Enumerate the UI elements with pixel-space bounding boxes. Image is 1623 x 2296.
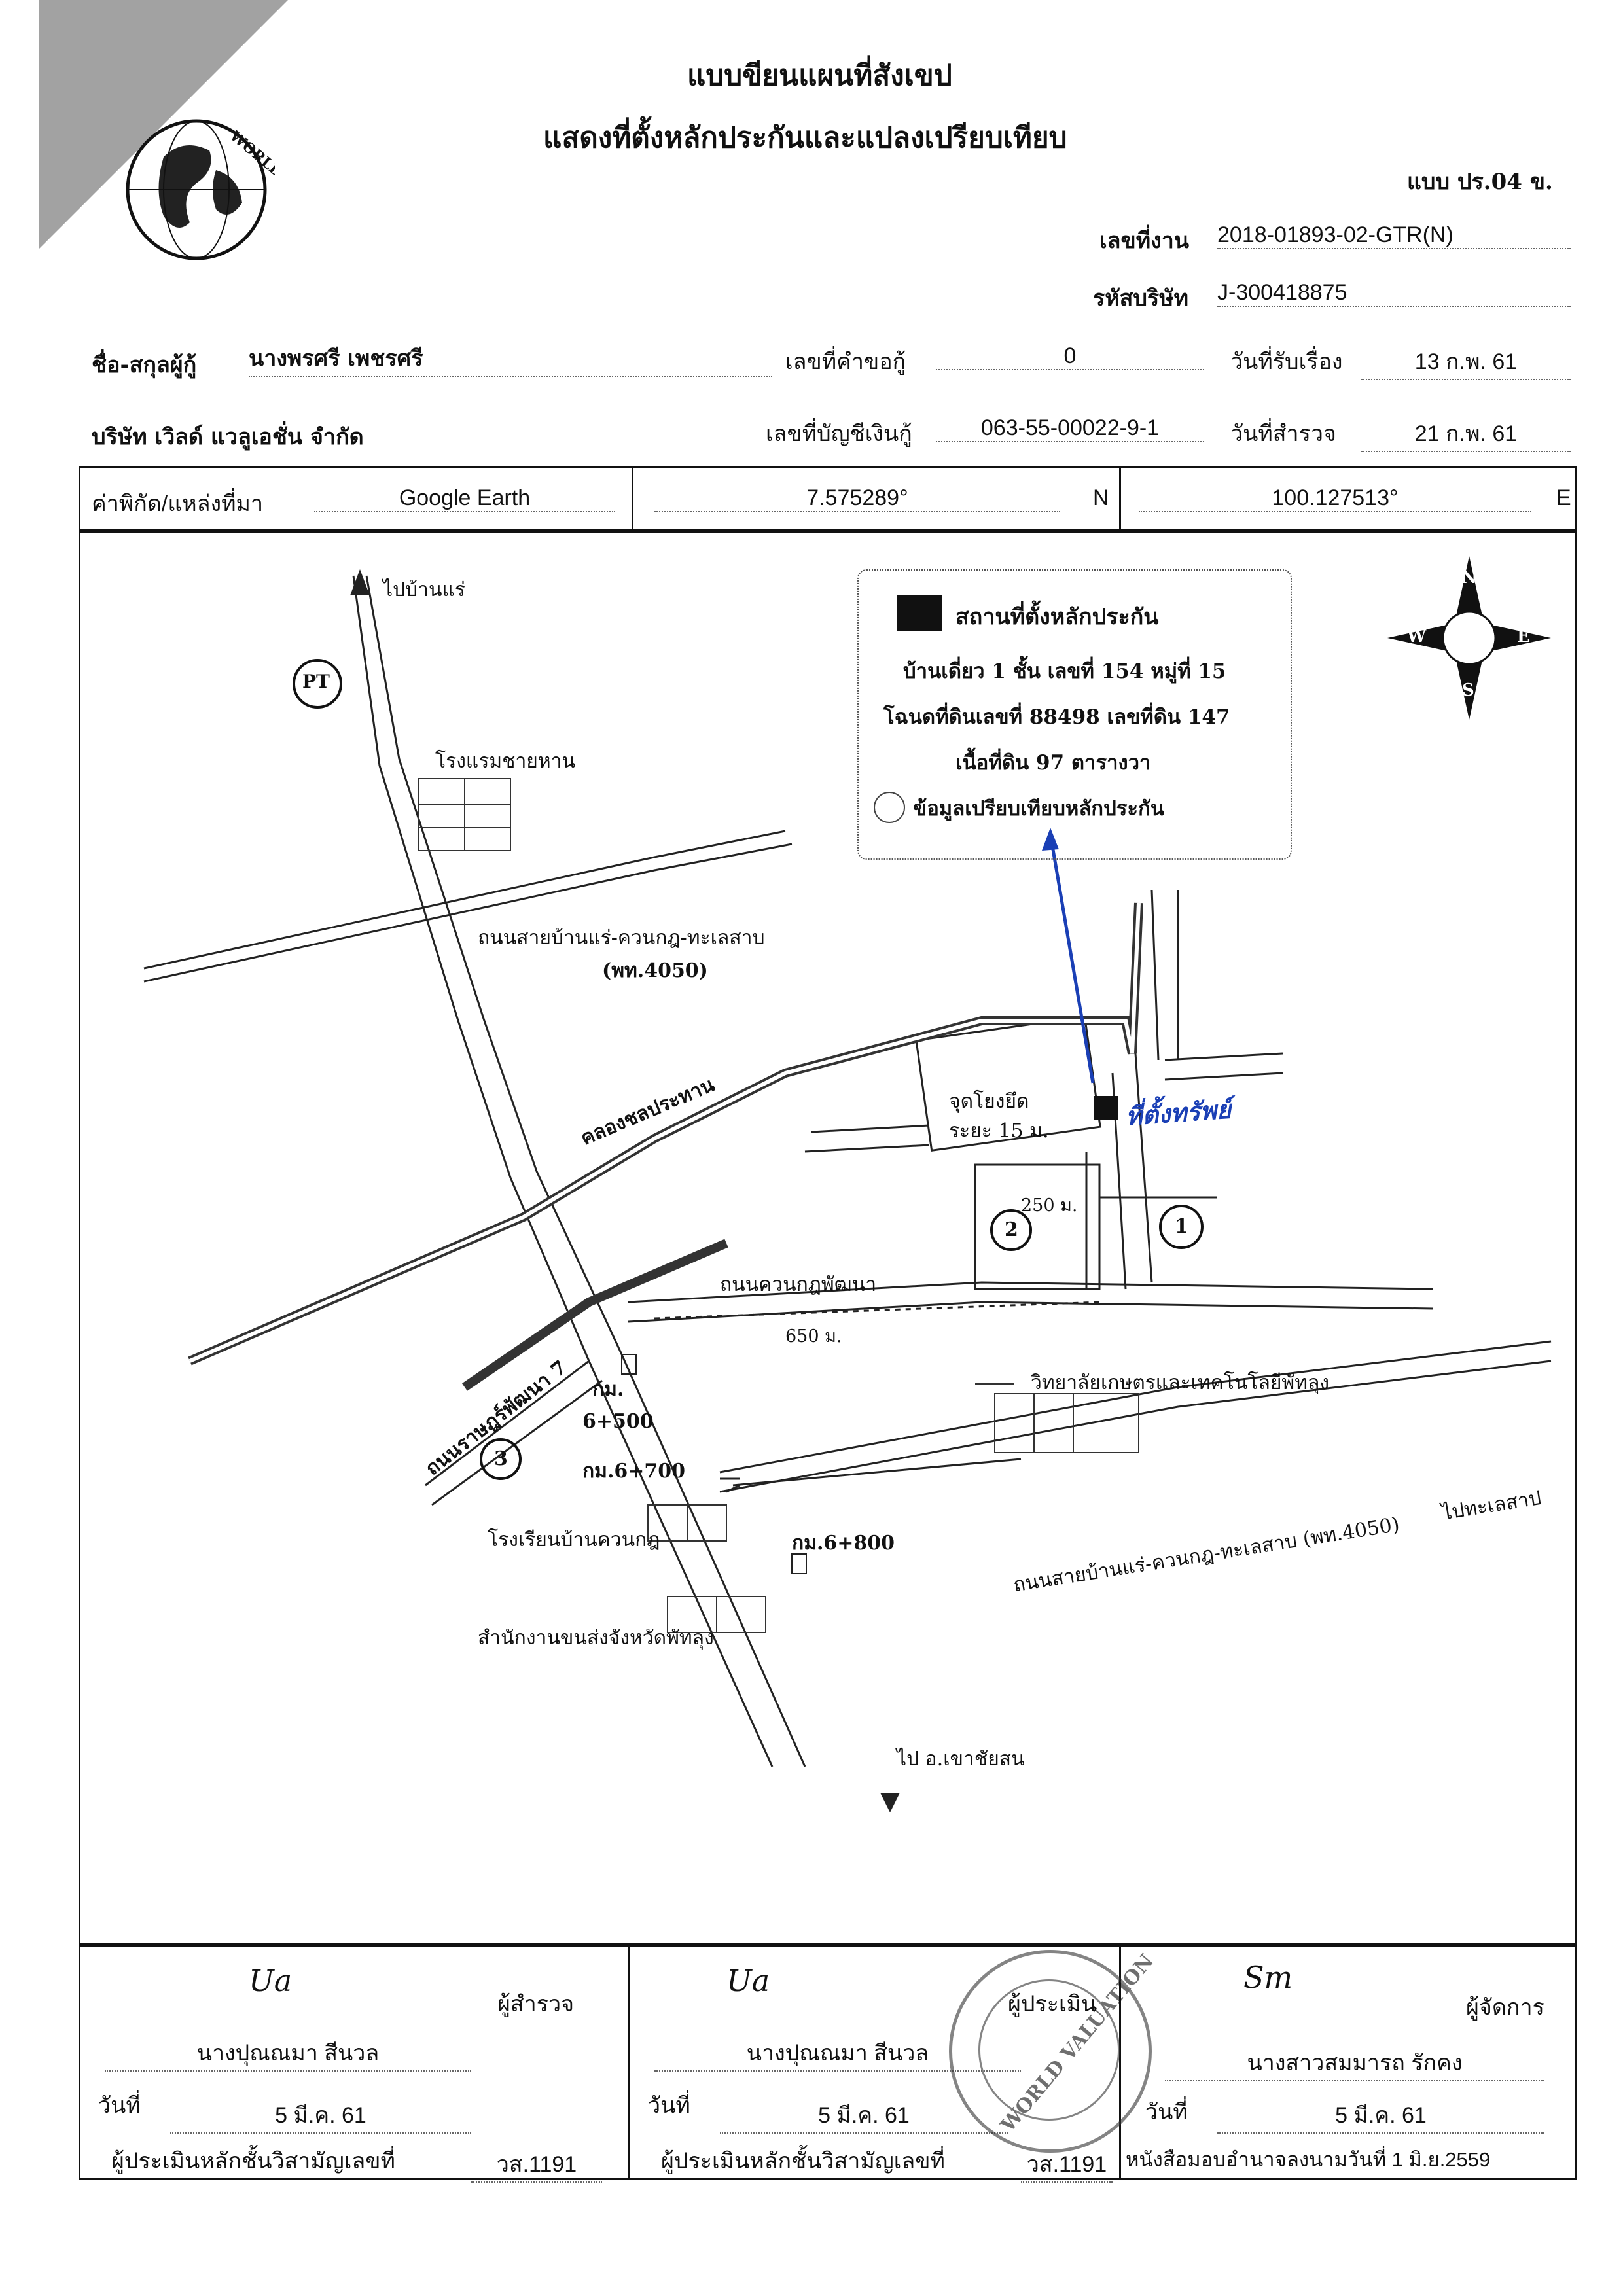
received-label: วันที่รับเรื่อง bbox=[1230, 349, 1343, 374]
appraiser-date-label: วันที่ bbox=[648, 2093, 690, 2118]
coord-row bbox=[79, 466, 1577, 531]
comparable-2: 2 bbox=[1005, 1218, 1018, 1241]
label-road-kuanpat: ถนนควนกฎพัฒนา bbox=[720, 1273, 877, 1296]
pt-logo: PT bbox=[302, 671, 330, 692]
legend-line2: บ้านเดี่ยว 1 ชั้น เลขที่ 154 หมู่ที่ 15 bbox=[903, 660, 1226, 683]
legend-line1: สถานที่ตั้งหลักประกัน bbox=[955, 604, 1159, 630]
label-to-ban-rae: ไปบ้านแร่ bbox=[383, 578, 465, 601]
label-km-6700: กม.6+700 bbox=[582, 1460, 686, 1483]
signature-block bbox=[79, 1945, 1577, 2180]
manager-authority: หนังสือมอบอำนาจลงนามวันที่ 1 มิ.ย.2559 bbox=[1126, 2148, 1491, 2171]
appraiser-name: นางปุณณมา สีนวล bbox=[654, 2035, 1021, 2072]
request-no: 0 bbox=[936, 344, 1204, 370]
surveyor-date: 5 มี.ค. 61 bbox=[170, 2097, 471, 2134]
label-hotel: โรงแรมชายหาน bbox=[435, 750, 576, 773]
company-name: บริษัท เวิลด์ แวลูเอชั่น จำกัด bbox=[92, 424, 364, 450]
surveyor-role: ผู้สำรวจ bbox=[497, 1992, 575, 2017]
label-dist-15: ระยะ 15 ม. bbox=[949, 1120, 1049, 1142]
legend-comparable-circle bbox=[874, 792, 905, 823]
coord-lon-dir: E bbox=[1556, 486, 1571, 510]
coord-lon: 100.127513° bbox=[1139, 486, 1531, 512]
comparable-3: 3 bbox=[494, 1447, 508, 1470]
company-seal-stamp: WORLD VALUATION bbox=[949, 1950, 1158, 2153]
legend-collateral-swatch bbox=[897, 595, 942, 631]
manager-name: นางสาวสมมารถ รักคง bbox=[1165, 2045, 1544, 2081]
account-no: 063-55-00022-9-1 bbox=[936, 415, 1204, 442]
survey-label: วันที่สำรวจ bbox=[1230, 421, 1336, 446]
coord-label: ค่าพิกัด/แหล่งที่มา bbox=[92, 491, 264, 516]
coord-lat: 7.575289° bbox=[654, 486, 1060, 512]
label-road-main: ถนนสายบ้านแร่-ควนกฎ-ทะเลสาบ bbox=[478, 927, 765, 949]
label-dist-650: 650 ม. bbox=[785, 1326, 842, 1347]
label-dist-250: 250 ม. bbox=[1021, 1195, 1078, 1216]
company-code: J-300418875 bbox=[1217, 280, 1571, 307]
surveyor-date-label: วันที่ bbox=[98, 2093, 141, 2118]
manager-role: ผู้จัดการ bbox=[1466, 1995, 1544, 2020]
manager-signature: Sm bbox=[1243, 1960, 1293, 1995]
sig-divider bbox=[628, 1945, 630, 2180]
title-line1: แบบขียนแผนที่สังเขป bbox=[687, 59, 952, 92]
legend-box bbox=[857, 569, 1292, 860]
label-km-6500-a: กม. bbox=[592, 1378, 624, 1401]
job-no-label: เลขที่งาน bbox=[1099, 228, 1190, 254]
surveyor-license: วส.1191 bbox=[471, 2146, 602, 2183]
manager-date: 5 มี.ค. 61 bbox=[1217, 2097, 1544, 2134]
coord-source: Google Earth bbox=[314, 486, 615, 512]
label-km-6500-b: 6+500 bbox=[582, 1410, 654, 1433]
account-label: เลขที่บัญชีเงินกู้ bbox=[766, 421, 912, 446]
compass-w: W bbox=[1407, 627, 1427, 646]
legend-line3: โฉนดที่ดินเลขที่ 88498 เลขที่ดิน 147 bbox=[883, 705, 1230, 729]
comparable-1: 1 bbox=[1175, 1215, 1188, 1238]
label-college: วิทยาลัยเกษตรและเทคโนโลยีพัทลุง bbox=[1031, 1371, 1330, 1394]
label-to-khaochaison: ไป อ.เขาชัยสน bbox=[897, 1748, 1025, 1771]
compass-rose bbox=[1387, 556, 1551, 720]
surveyor-license-label: ผู้ประเมินหลักชั้นวิสามัญเลขที่ bbox=[111, 2149, 395, 2174]
appraiser-license: วส.1191 bbox=[1021, 2146, 1113, 2183]
label-point-ref: จุดโยงยึด bbox=[949, 1090, 1029, 1113]
borrower-name: นางพรศรี เพชรศรี bbox=[249, 340, 772, 377]
legend-line4: เนื้อที่ดิน 97 ตารางวา bbox=[955, 751, 1151, 775]
compass-e: E bbox=[1517, 627, 1530, 646]
surveyor-name: นางปุณณมา สีนวล bbox=[105, 2035, 471, 2072]
map-frame bbox=[79, 531, 1577, 1945]
form-code: แบบ ปร.04 ข. bbox=[1407, 169, 1553, 195]
borrower-label: ชื่อ-สกุลผู้กู้ bbox=[92, 352, 197, 378]
appraiser-license-label: ผู้ประเมินหลักชั้นวิสามัญเลขที่ bbox=[661, 2149, 945, 2174]
property-marker bbox=[1094, 1096, 1118, 1120]
label-school: โรงเรียนบ้านควนกฎ bbox=[488, 1528, 660, 1551]
coord-lat-dir: N bbox=[1093, 486, 1109, 510]
label-km-6800: กม.6+800 bbox=[792, 1532, 895, 1555]
compass-s: S bbox=[1462, 680, 1474, 700]
compass-n: N bbox=[1461, 568, 1477, 588]
manager-date-label: วันที่ bbox=[1145, 2100, 1188, 2125]
coord-divider bbox=[1119, 466, 1121, 531]
appraiser-signature: Ua bbox=[726, 1963, 770, 1998]
surveyor-signature: Ua bbox=[249, 1963, 293, 1998]
appraiser-date: 5 มี.ค. 61 bbox=[720, 2097, 1008, 2134]
job-no: 2018-01893-02-GTR(N) bbox=[1217, 222, 1571, 249]
survey-date: 21 ก.พ. 61 bbox=[1361, 415, 1571, 452]
received-date: 13 ก.พ. 61 bbox=[1361, 344, 1571, 380]
label-transport-office: สำนักงานขนส่งจังหวัดพัทลุง bbox=[478, 1627, 714, 1650]
label-road-main-code: (พท.4050) bbox=[602, 959, 708, 982]
label-handwritten: ที่ตั้งทรัพย์ bbox=[1124, 1094, 1232, 1131]
company-code-label: รหัสบริษัท bbox=[1093, 285, 1189, 311]
request-no-label: เลขที่คำขอกู้ bbox=[785, 349, 906, 374]
coord-divider bbox=[632, 466, 633, 531]
legend-line5: ข้อมูลเปรียบเทียบหลักประกัน bbox=[913, 797, 1165, 821]
title-line2: แสดงที่ตั้งหลักประกันและแปลงเปรียบเทียบ bbox=[543, 121, 1067, 154]
